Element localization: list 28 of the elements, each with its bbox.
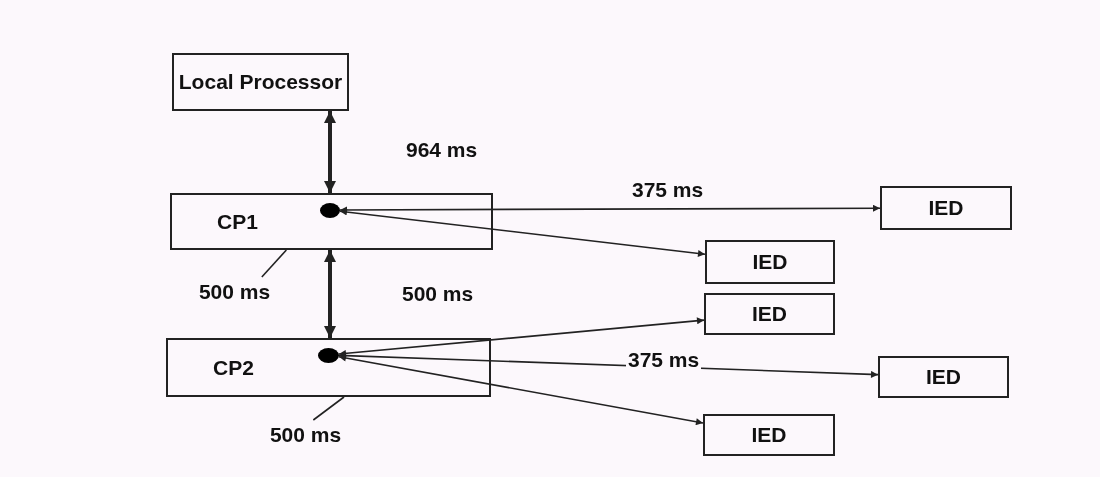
box-label: IED [928, 196, 964, 220]
process-box [166, 338, 491, 397]
arrow [324, 111, 336, 193]
delay-label: 500 ms [198, 280, 271, 304]
process-box [878, 356, 1009, 398]
process-box [170, 193, 493, 250]
arrow [338, 317, 705, 357]
box-label: CP1 [217, 209, 258, 234]
process-box [703, 414, 835, 456]
process-box [172, 53, 349, 111]
box-label: Local Processor [178, 70, 343, 94]
arrow [339, 208, 706, 257]
arrow [338, 354, 704, 426]
box-label: IED [751, 423, 787, 447]
process-box [705, 240, 835, 284]
junction-dot [318, 348, 339, 363]
box-label: CP2 [213, 355, 254, 380]
junction-dot [320, 203, 340, 218]
process-box [880, 186, 1012, 230]
arrow [324, 250, 336, 338]
leader-line [261, 249, 288, 278]
box-label: IED [752, 250, 788, 274]
box-label: IED [752, 302, 787, 326]
arrow [339, 204, 881, 214]
box-label: IED [926, 365, 961, 389]
delay-label: 500 ms [269, 423, 342, 447]
leader-line [312, 396, 345, 421]
process-box [704, 293, 835, 335]
